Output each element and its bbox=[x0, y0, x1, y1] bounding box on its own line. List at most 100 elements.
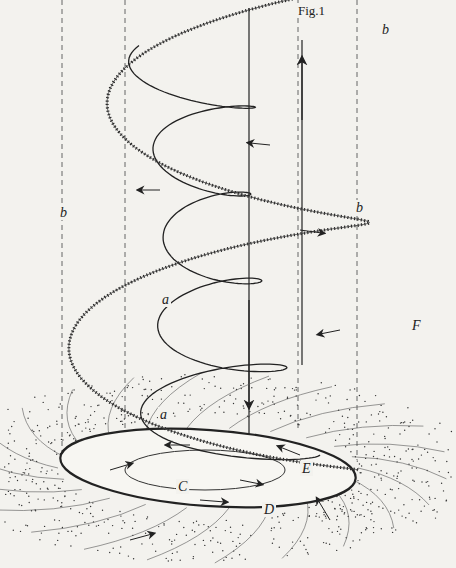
stipple-dot bbox=[8, 463, 9, 464]
stipple-dot bbox=[371, 464, 372, 465]
stipple-dot bbox=[9, 472, 10, 473]
stipple-dot bbox=[70, 508, 71, 509]
stipple-dot bbox=[263, 403, 264, 404]
stipple-dot bbox=[145, 533, 146, 534]
stipple-dot bbox=[315, 505, 316, 506]
stipple-dot bbox=[108, 533, 109, 534]
stipple-dot bbox=[297, 404, 298, 405]
stipple-dot bbox=[36, 483, 37, 484]
stipple-dot bbox=[90, 415, 91, 416]
stipple-dot bbox=[401, 422, 402, 423]
stipple-dot bbox=[89, 502, 90, 503]
stipple-dot bbox=[143, 379, 144, 380]
stipple-dot bbox=[54, 439, 55, 440]
stipple-dot bbox=[128, 555, 129, 556]
stipple-dot bbox=[122, 520, 123, 521]
stipple-dot bbox=[214, 412, 215, 413]
stipple-dot bbox=[39, 539, 40, 540]
stipple-dot bbox=[134, 521, 135, 522]
stipple-dot bbox=[190, 394, 191, 395]
stipple-dot bbox=[57, 540, 58, 541]
stipple-dot bbox=[180, 560, 181, 561]
stipple-dot bbox=[71, 531, 72, 532]
stipple-dot bbox=[57, 500, 58, 501]
stipple-dot bbox=[366, 421, 367, 422]
stipple-dot bbox=[341, 511, 342, 512]
stipple-dot bbox=[152, 543, 153, 544]
stipple-dot bbox=[364, 446, 365, 447]
stipple-dot bbox=[61, 506, 62, 507]
stipple-dot bbox=[28, 496, 29, 497]
flow-arrow bbox=[110, 464, 130, 470]
stipple-dot bbox=[359, 395, 360, 396]
stipple-dot bbox=[224, 400, 225, 401]
flow-arrow bbox=[140, 190, 160, 191]
stipple-dot bbox=[359, 463, 360, 464]
inflow-line bbox=[31, 504, 146, 532]
stipple-dot bbox=[335, 385, 336, 386]
stipple-dot bbox=[424, 505, 425, 506]
stipple-dot bbox=[11, 426, 12, 427]
stipple-dot bbox=[353, 496, 354, 497]
stipple-dot bbox=[121, 414, 122, 415]
stipple-dot bbox=[212, 537, 213, 538]
stipple-dot bbox=[272, 401, 273, 402]
stipple-dot bbox=[332, 532, 333, 533]
stipple-dot bbox=[210, 540, 211, 541]
stipple-dot bbox=[75, 425, 76, 426]
stipple-dot bbox=[201, 408, 202, 409]
stipple-dot bbox=[25, 525, 26, 526]
stipple-dot bbox=[202, 378, 203, 379]
stipple-dot bbox=[380, 478, 381, 479]
stipple-dot bbox=[90, 513, 91, 514]
stipple-dot bbox=[349, 409, 350, 410]
stipple-dot bbox=[29, 411, 30, 412]
stipple-dot bbox=[315, 399, 316, 400]
stipple-dot bbox=[435, 517, 436, 518]
stipple-dot bbox=[307, 537, 308, 538]
stipple-dot bbox=[67, 531, 68, 532]
stipple-dot bbox=[251, 387, 252, 388]
stipple-dot bbox=[138, 383, 139, 384]
stipple-dot bbox=[370, 489, 371, 490]
stipple-dot bbox=[104, 521, 105, 522]
inflow-line bbox=[352, 457, 447, 479]
stipple-dot bbox=[122, 424, 123, 425]
stipple-dot bbox=[178, 402, 179, 403]
stipple-dot bbox=[328, 528, 329, 529]
stipple-dot bbox=[279, 547, 280, 548]
stipple-dot bbox=[120, 421, 121, 422]
stipple-dot bbox=[259, 412, 260, 413]
stipple-dot bbox=[86, 508, 87, 509]
inflow-line bbox=[334, 490, 349, 547]
stipple-dot bbox=[35, 439, 36, 440]
stipple-dot bbox=[394, 512, 395, 513]
stipple-dot bbox=[26, 493, 27, 494]
stipple-dot bbox=[290, 415, 291, 416]
stipple-dot bbox=[378, 474, 379, 475]
stipple-dot bbox=[10, 493, 11, 494]
inflow-line bbox=[108, 378, 134, 438]
stipple-dot bbox=[184, 395, 185, 396]
stipple-dot bbox=[296, 389, 297, 390]
stipple-dot bbox=[127, 387, 128, 388]
stipple-dot bbox=[84, 522, 85, 523]
stipple-dot bbox=[381, 528, 382, 529]
flow-arrow bbox=[318, 500, 330, 520]
stipple-dot bbox=[349, 389, 350, 390]
stipple-dot bbox=[293, 520, 294, 521]
stipple-dot bbox=[298, 424, 299, 425]
stipple-dot bbox=[338, 526, 339, 527]
flow-arrow bbox=[280, 447, 300, 455]
stipple-dot bbox=[69, 434, 70, 435]
stipple-dot bbox=[266, 388, 267, 389]
stipple-dot bbox=[339, 504, 340, 505]
stipple-dot bbox=[308, 507, 309, 508]
stipple-dot bbox=[44, 499, 45, 500]
stipple-dot bbox=[400, 458, 401, 459]
stipple-dot bbox=[59, 488, 60, 489]
stipple-dot bbox=[379, 411, 380, 412]
stipple-dot bbox=[362, 505, 363, 506]
stipple-dot bbox=[128, 415, 129, 416]
